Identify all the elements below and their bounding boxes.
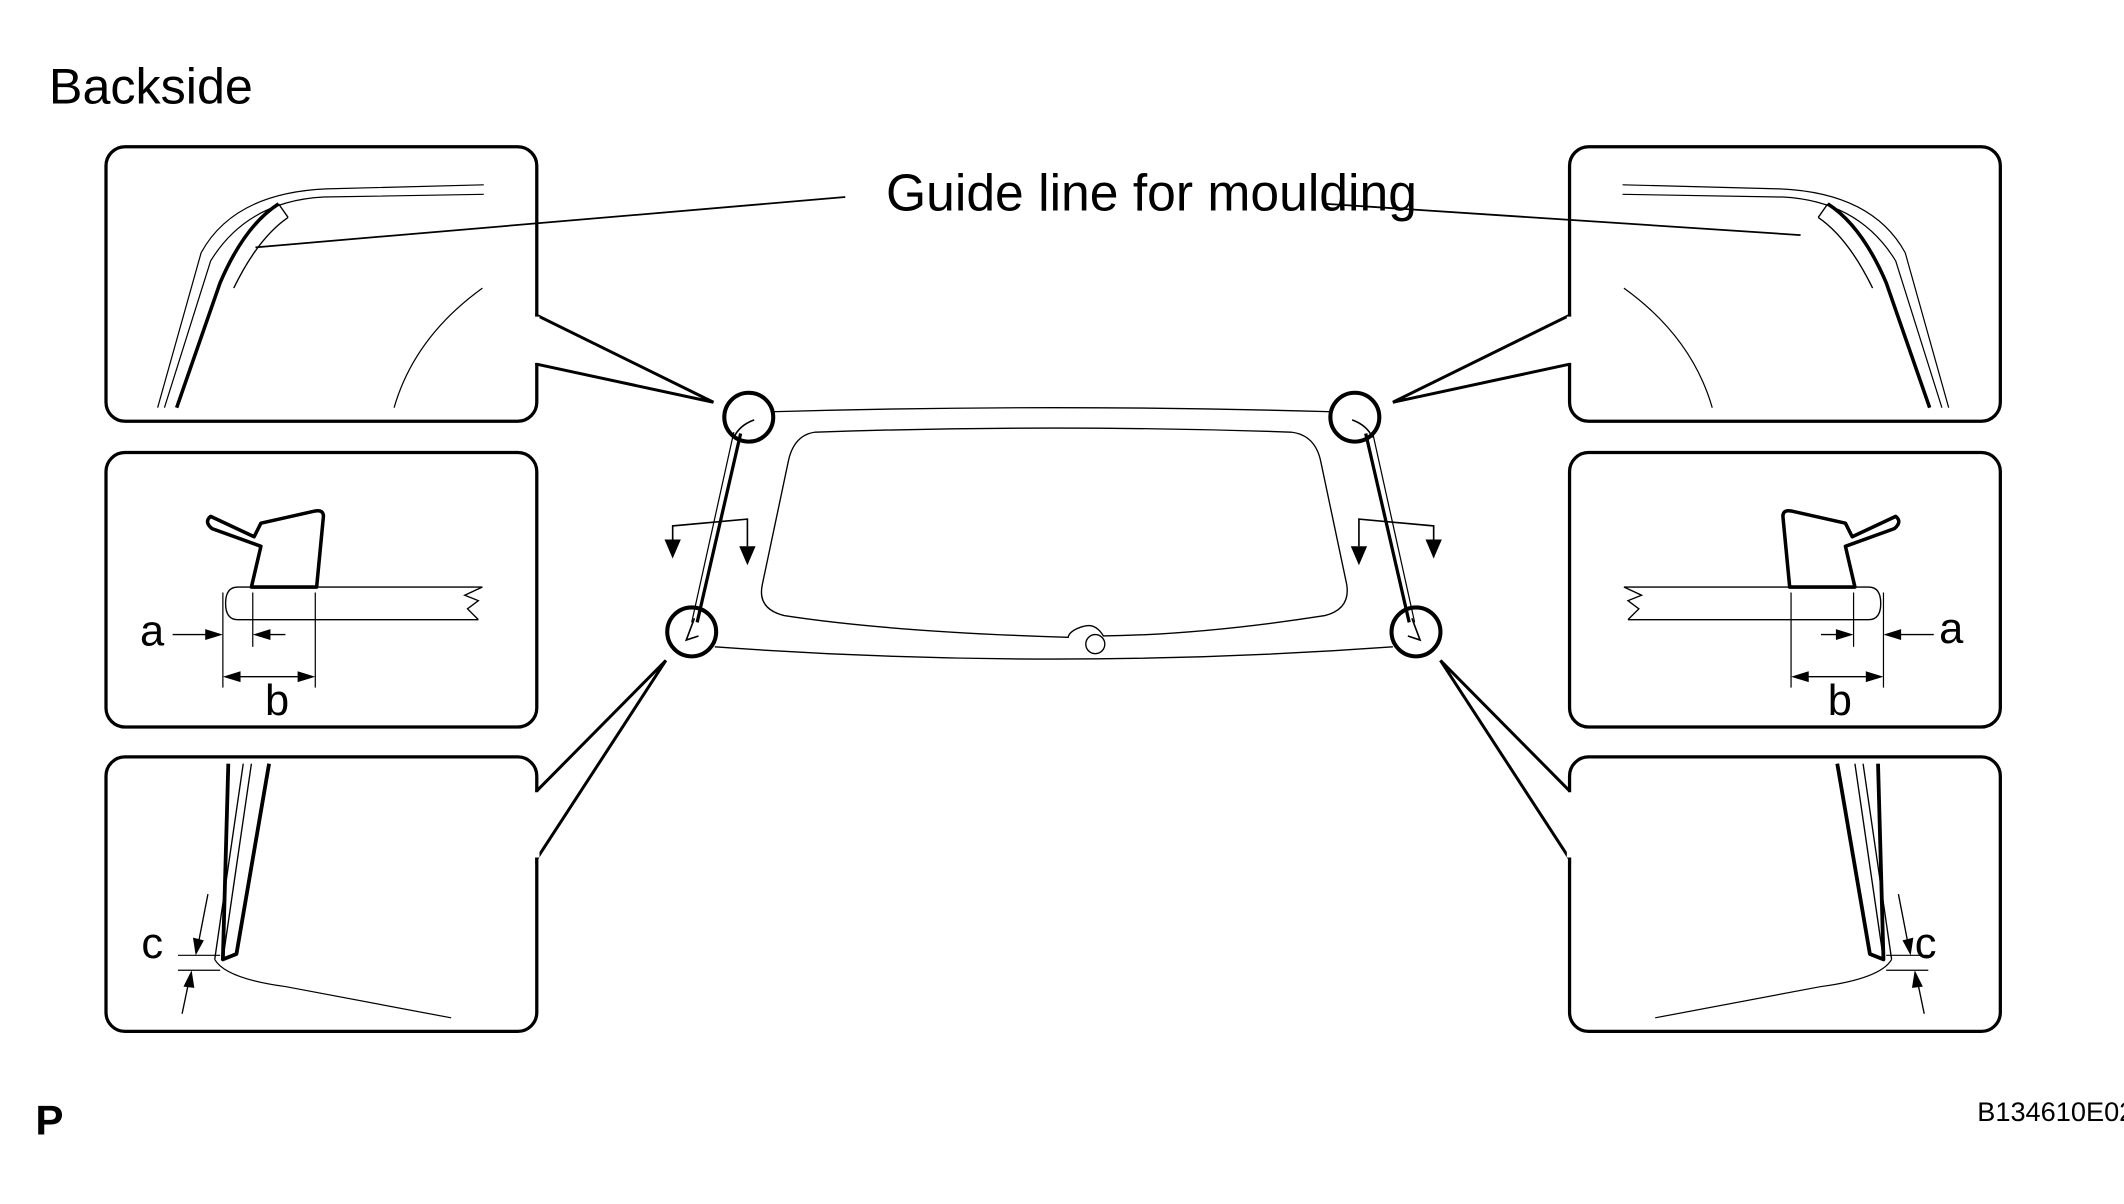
detail-circle-top-right: [1328, 390, 1382, 444]
dim-label-a-left: a: [140, 607, 165, 655]
dim-label-b-right: b: [1828, 677, 1852, 725]
dim-label-b-left: b: [265, 677, 289, 725]
dim-label-c-left: c: [141, 920, 163, 968]
detail-circle-bottom-right: [1389, 605, 1443, 659]
dim-label-a-right: a: [1939, 605, 1964, 653]
guide-line-leader-right: [1326, 202, 1801, 236]
right-side-details: [1393, 147, 2000, 1032]
back-glass-overview: [664, 390, 1443, 660]
figure-code: B134610E02: [1977, 1096, 2124, 1127]
guide-line-callout: Guide line for moulding: [886, 164, 1417, 222]
detail-circle-bottom-left: [665, 605, 719, 659]
left-side-details: [106, 147, 713, 1032]
guide-line-leader-left: [255, 196, 846, 249]
corner-mark: P: [35, 1097, 63, 1144]
diagram-title: Backside: [49, 57, 253, 114]
dim-label-c-right: c: [1915, 920, 1937, 968]
detail-circle-top-left: [722, 390, 776, 444]
